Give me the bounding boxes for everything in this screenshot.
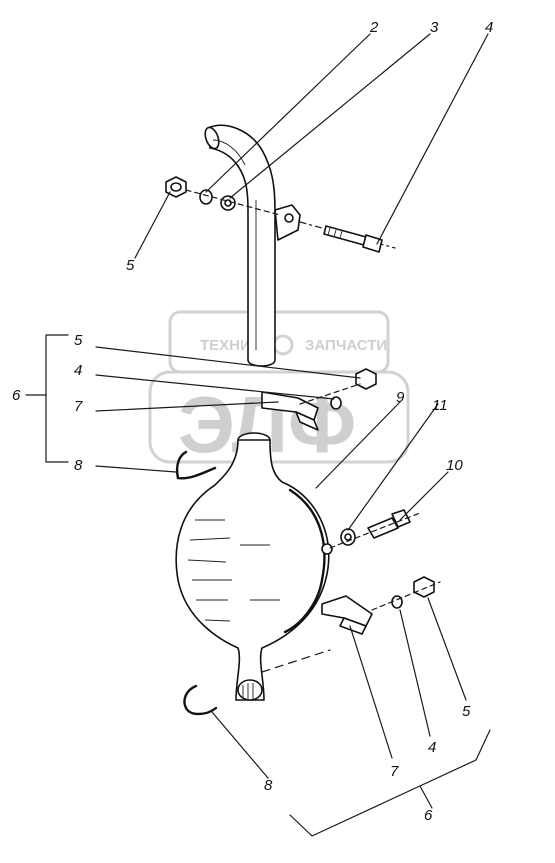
gasket-part-11: [340, 528, 356, 546]
callout-2-top: 2: [369, 19, 379, 36]
nut-part-5-top: [165, 176, 187, 198]
callout-4-mid: 4: [74, 362, 82, 379]
nut-part-5-mid: [355, 368, 377, 390]
gear-wheat-icon: [272, 334, 294, 356]
hose-part-8-mid: [175, 450, 217, 480]
nut-part-5-bot: [413, 576, 435, 598]
callout-3-top: 3: [430, 19, 439, 36]
callout-9: 9: [396, 389, 405, 406]
callout-labels: 2 3 4 5 5 4 7 8 6 9 11 10 8 7 4 5 6: [12, 19, 493, 824]
callout-6-left: 6: [12, 387, 21, 404]
hose-part-8-bot: [183, 684, 218, 716]
curved-pipe: [204, 124, 276, 367]
callout-5-top: 5: [126, 257, 135, 274]
callout-8-mid: 8: [74, 457, 83, 474]
callout-6-bot: 6: [424, 807, 433, 824]
fitting-part-10: [367, 509, 411, 539]
callout-5-bot: 5: [462, 703, 471, 720]
tank-body: [175, 432, 333, 701]
leader-lines: [25, 33, 491, 837]
callout-4-top: 4: [485, 19, 493, 36]
callout-7-mid: 7: [74, 398, 83, 415]
bolt-part-2: [299, 221, 396, 253]
pipe-bracket-lug: [274, 204, 301, 241]
callout-8-bot: 8: [264, 777, 273, 794]
washer-part-4-mid: [330, 396, 342, 410]
callout-5-mid: 5: [74, 332, 83, 349]
callout-4-bot: 4: [428, 739, 436, 756]
callout-7-bot: 7: [390, 763, 399, 780]
clamp-part-7-mid: [261, 391, 319, 431]
watermark-text-right: ЗАПЧАСТИ: [305, 337, 387, 354]
callout-11: 11: [432, 397, 448, 414]
callout-10: 10: [446, 457, 463, 474]
clamp-part-7-bot: [321, 595, 373, 635]
